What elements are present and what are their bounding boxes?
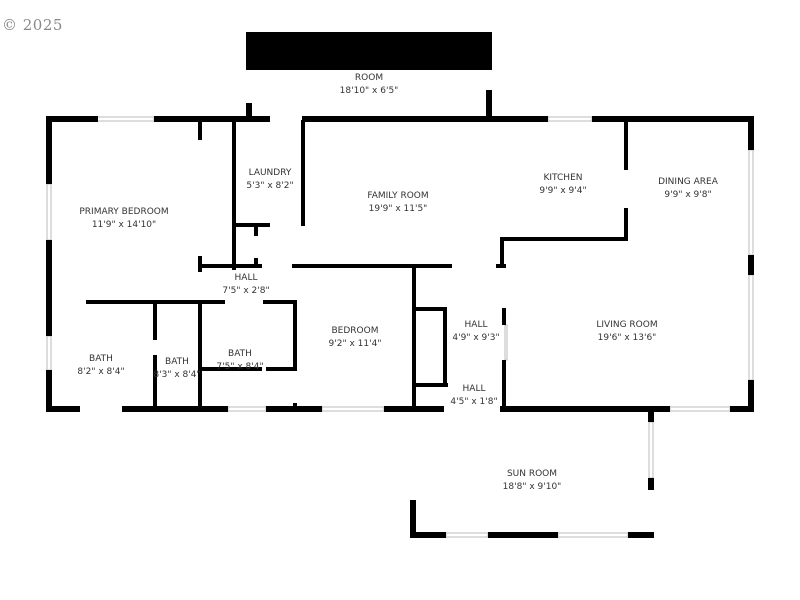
wall	[414, 383, 448, 387]
wall	[46, 116, 98, 122]
wall	[232, 120, 236, 270]
wall	[748, 116, 754, 150]
wall	[198, 120, 202, 140]
wall	[254, 258, 258, 268]
wall	[500, 237, 504, 268]
wall	[263, 300, 297, 304]
wall	[648, 410, 654, 422]
wall	[46, 116, 52, 184]
wall	[292, 264, 452, 268]
window	[557, 532, 629, 538]
wall	[443, 307, 447, 387]
wall	[748, 380, 754, 412]
wall	[293, 403, 297, 411]
wall	[502, 308, 506, 325]
wall	[198, 300, 202, 410]
wall	[154, 116, 246, 122]
window	[504, 324, 508, 361]
wall	[246, 103, 252, 121]
wall	[502, 360, 506, 412]
wall	[302, 116, 548, 122]
wall	[246, 116, 270, 122]
wall	[153, 355, 157, 410]
window	[445, 532, 489, 538]
wall	[122, 406, 228, 412]
window	[547, 116, 593, 122]
wall	[254, 226, 258, 236]
wall	[246, 32, 492, 70]
wall	[46, 240, 52, 336]
wall	[488, 532, 558, 538]
wall	[266, 367, 297, 371]
wall	[414, 307, 446, 311]
wall	[648, 478, 654, 490]
window	[46, 335, 52, 371]
window	[96, 116, 155, 122]
wall	[624, 120, 628, 170]
wall	[592, 116, 754, 122]
wall	[412, 264, 416, 412]
walls	[46, 32, 754, 538]
window	[648, 421, 654, 479]
wall	[500, 237, 628, 241]
wall	[624, 208, 628, 241]
wall	[202, 367, 262, 371]
wall	[198, 264, 262, 268]
wall	[46, 370, 52, 412]
wall	[486, 90, 492, 120]
wall	[153, 302, 157, 340]
window	[321, 406, 385, 412]
copyright-watermark: © 2025	[2, 16, 63, 34]
wall	[246, 32, 252, 70]
wall	[628, 532, 654, 538]
window	[227, 406, 267, 412]
wall	[486, 32, 492, 70]
wall	[293, 300, 297, 370]
window	[748, 149, 754, 256]
wall	[46, 406, 80, 412]
windows	[46, 116, 754, 538]
wall	[410, 500, 416, 538]
wall	[410, 532, 446, 538]
wall	[232, 223, 270, 227]
wall	[500, 406, 670, 412]
wall	[748, 255, 754, 275]
window	[748, 274, 754, 381]
wall	[301, 120, 305, 226]
window	[46, 183, 52, 241]
window	[669, 406, 731, 412]
wall	[730, 406, 754, 412]
